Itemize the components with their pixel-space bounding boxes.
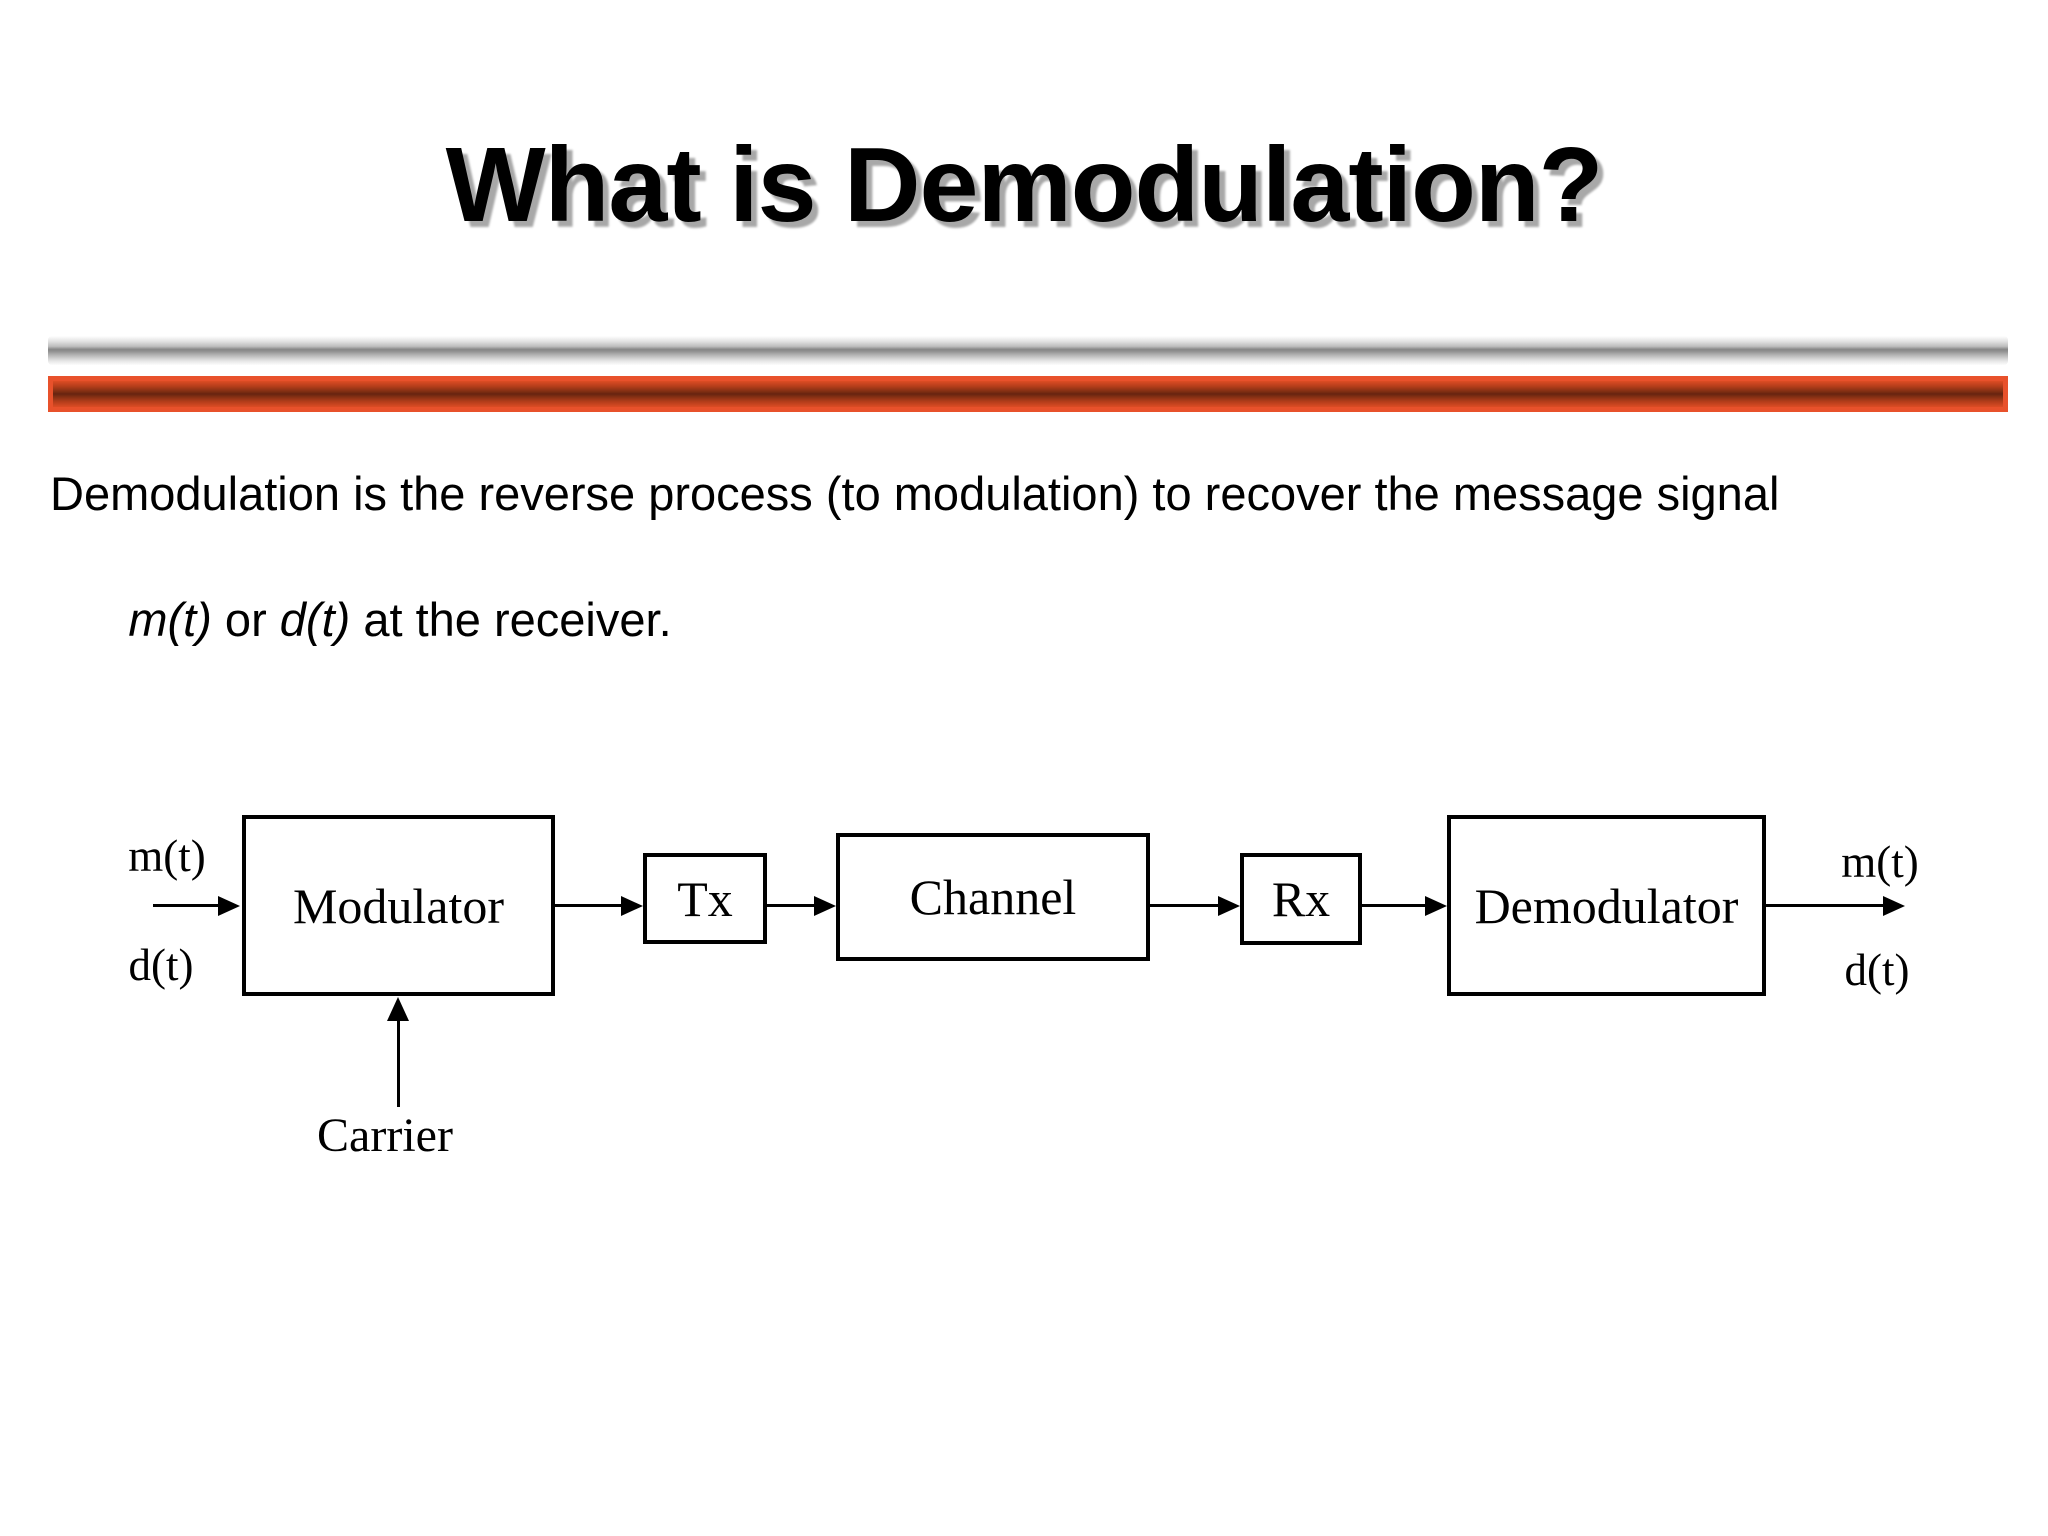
arrow-right-icon <box>218 896 240 916</box>
body-line-1: Demodulation is the reverse process (to … <box>50 467 1780 520</box>
divider-bar-orange <box>48 376 2008 412</box>
arrow-right-icon <box>1425 896 1447 916</box>
arrow-shaft <box>396 1017 400 1107</box>
arrow-right-icon <box>1883 896 1905 916</box>
block-rx: Rx <box>1240 853 1362 945</box>
arrow-channel-to-rx <box>1150 896 1240 916</box>
arrow-modulator-to-tx <box>555 896 643 916</box>
arrow-right-icon <box>1218 896 1240 916</box>
body-line-2: m(t) or d(t) at the receiver. <box>50 525 2010 714</box>
block-modulator: Modulator <box>242 815 555 996</box>
body-paragraph: Demodulation is the reverse process (to … <box>50 462 2010 714</box>
arrow-demodulator-to-output <box>1766 896 1905 916</box>
block-channel-label: Channel <box>909 869 1077 925</box>
block-channel: Channel <box>836 833 1150 961</box>
arrow-shaft <box>1766 904 1887 907</box>
body-line-2-seg-rest: at the receiver. <box>350 593 672 646</box>
arrow-right-icon <box>621 896 643 916</box>
block-demodulator: Demodulator <box>1447 815 1766 996</box>
block-tx: Tx <box>643 853 767 944</box>
output-label-dt: d(t) <box>1844 945 1910 995</box>
arrow-right-icon <box>814 896 836 916</box>
block-modulator-label: Modulator <box>292 877 505 934</box>
arrow-shaft <box>767 904 818 907</box>
arrow-shaft <box>1150 904 1222 907</box>
body-line-2-seg-dt: d(t) <box>279 593 351 646</box>
divider-bar-silver <box>48 336 2008 365</box>
arrow-shaft <box>1362 904 1429 907</box>
input-label-mt: m(t) <box>128 831 206 881</box>
body-line-2-seg-or: or <box>211 593 280 646</box>
input-label-dt: d(t) <box>128 940 194 990</box>
block-demodulator-label: Demodulator <box>1474 877 1739 934</box>
arrow-rx-to-demodulator <box>1362 896 1447 916</box>
arrow-carrier-to-modulator <box>387 997 409 1107</box>
arrow-input-to-modulator <box>153 896 240 916</box>
body-line-2-seg-mt: m(t) <box>128 593 212 646</box>
block-rx-label: Rx <box>1271 871 1331 927</box>
arrow-up-icon <box>387 997 409 1021</box>
arrow-shaft <box>153 904 222 907</box>
carrier-label: Carrier <box>317 1109 453 1162</box>
page-title: What is Demodulation? <box>445 126 1604 244</box>
arrow-tx-to-channel <box>767 896 836 916</box>
arrow-shaft <box>555 904 625 907</box>
divider-bar-orange-gradient <box>53 381 2003 407</box>
output-label-mt: m(t) <box>1841 837 1919 887</box>
block-tx-label: Tx <box>677 870 733 927</box>
